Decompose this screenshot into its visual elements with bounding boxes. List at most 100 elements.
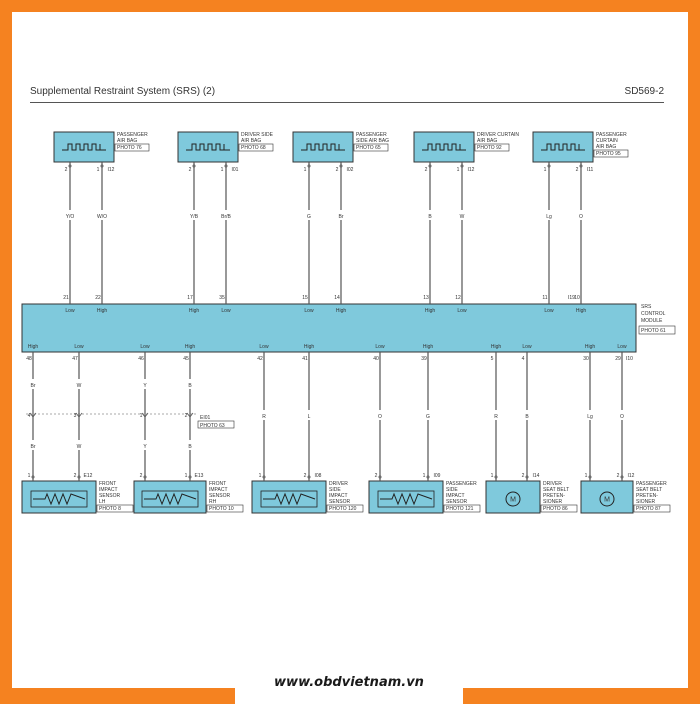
photo-box: [474, 143, 510, 152]
terminal: [77, 475, 81, 479]
terminal: [494, 475, 498, 479]
module-pin-number: 17: [187, 295, 193, 301]
bottom-pin-number: 2: [304, 473, 307, 479]
top-pin-number: 1: [304, 167, 307, 173]
module-pin-number: 14: [334, 295, 340, 301]
top-component-label: PASSENGER: [117, 132, 148, 138]
module-pin-number: 30: [583, 356, 589, 362]
module-pin-number: 5: [491, 356, 494, 362]
wire-color-bg: [217, 210, 235, 220]
module-pin-number: 39: [421, 356, 427, 362]
top-pin-number: 1: [457, 167, 460, 173]
bottom-component-label: SIONER: [543, 499, 563, 505]
module-pin-number: 45: [183, 356, 189, 362]
top-connector-id: I12: [468, 167, 475, 173]
module-pin-label: Low: [65, 308, 75, 314]
bottom-component-label: DRIVER: [329, 481, 348, 487]
module-photo-ref: PHOTO 61: [641, 328, 666, 334]
terminal: [100, 164, 104, 168]
wire-color-bg: [616, 410, 628, 420]
terminal: [307, 164, 311, 168]
module-pin-number: 11: [542, 295, 547, 301]
wire-color-bg: [185, 210, 203, 220]
wire-color-label: W: [77, 444, 82, 450]
top-component-photo: PHOTO 92: [477, 145, 502, 151]
footer-tab: [235, 664, 463, 704]
module-pin-number: 15: [302, 295, 308, 301]
bottom-pin-number: 2: [375, 473, 378, 479]
photo-box: [540, 504, 578, 513]
wire-color-bg: [421, 210, 439, 220]
bottom-pin-number: 1: [585, 473, 588, 479]
top-component-photo: PHOTO 65: [356, 145, 381, 151]
wire-color-label: L: [308, 414, 311, 420]
airbag-squib-icon: [62, 143, 106, 151]
module-pin-number: 46: [138, 356, 144, 362]
bottom-component-label: FRONT: [209, 481, 226, 487]
top-component-label: CURTAIN: [596, 138, 618, 144]
top-component-label: AIR BAG: [241, 138, 261, 144]
wire-color-label: W: [77, 383, 82, 389]
bottom-component-photo: PHOTO 8: [99, 506, 121, 512]
wire-color-label: O: [579, 214, 583, 220]
photo-box: [238, 143, 274, 152]
terminal: [192, 164, 196, 168]
wire-color-bg: [258, 410, 270, 420]
bottom-component-label: SENSOR: [329, 499, 351, 505]
bottom-component-label: SENSOR: [446, 499, 468, 505]
bottom-component-box: [133, 480, 207, 514]
photo-box: [114, 143, 150, 152]
wire-color-bg: [303, 410, 315, 420]
bottom-component-label: SIONER: [636, 499, 656, 505]
bottom-component-photo: PHOTO 87: [636, 506, 661, 512]
top-pin-number: 1: [97, 167, 100, 173]
wire-color-label: Lg: [587, 414, 593, 420]
bottom-component-label: IMPACT: [99, 487, 118, 493]
terminal: [262, 475, 266, 479]
page-code: SD569-2: [624, 86, 664, 97]
wire-color-bg: [184, 379, 196, 389]
wire-color-label: Y/O: [66, 214, 75, 220]
motor-symbol: M: [604, 497, 610, 504]
bottom-pin-number: 1: [259, 473, 262, 479]
wire-color-label: Br: [31, 444, 36, 450]
srs-control-module: [21, 303, 637, 353]
terminal: [339, 164, 343, 168]
terminal: [224, 164, 228, 168]
bottom-pin-number: 1: [185, 473, 188, 479]
motor-icon: [505, 491, 521, 507]
module-pin-number: 48: [26, 356, 32, 362]
wire-color-bg: [73, 440, 85, 450]
module-pin-label: High: [304, 344, 315, 350]
module-pin-label: High: [336, 308, 347, 314]
wire-color-bg: [184, 440, 196, 450]
terminal: [428, 164, 432, 168]
module-photo-box: [638, 325, 676, 335]
wire-color-label: Br/B: [221, 214, 231, 220]
wire-color-label: Br: [339, 214, 344, 220]
module-pin-label: Low: [617, 344, 627, 350]
photo-box: [206, 504, 244, 513]
motor-symbol: M: [510, 497, 516, 504]
bottom-component-photo: PHOTO 10: [209, 506, 234, 512]
module-pin-label: Low: [522, 344, 532, 350]
wire-color-bg: [300, 210, 318, 220]
wire-color-bg: [332, 210, 350, 220]
joint-pin-number: 1: [140, 413, 143, 419]
bottom-component-label: PASSENGER: [636, 481, 667, 487]
module-pin-label: High: [491, 344, 502, 350]
module-pin-number: 4: [522, 356, 525, 362]
bottom-component-label: SEAT BELT: [543, 487, 569, 493]
top-connector-id: I02: [347, 167, 354, 173]
top-pin-number: 2: [189, 167, 192, 173]
top-connector-id: I12: [108, 167, 115, 173]
wire-color-bg: [93, 210, 111, 220]
bottom-component-box: [368, 480, 444, 514]
module-pin-number: 47: [72, 356, 78, 362]
module-pin-label: Low: [457, 308, 467, 314]
joint-connector-mark: [75, 412, 83, 418]
website-link[interactable]: www.obdvietnam.vn: [274, 675, 424, 690]
top-connector-id: I11: [587, 167, 594, 173]
wire-color-bg: [584, 410, 596, 420]
terminal: [525, 475, 529, 479]
